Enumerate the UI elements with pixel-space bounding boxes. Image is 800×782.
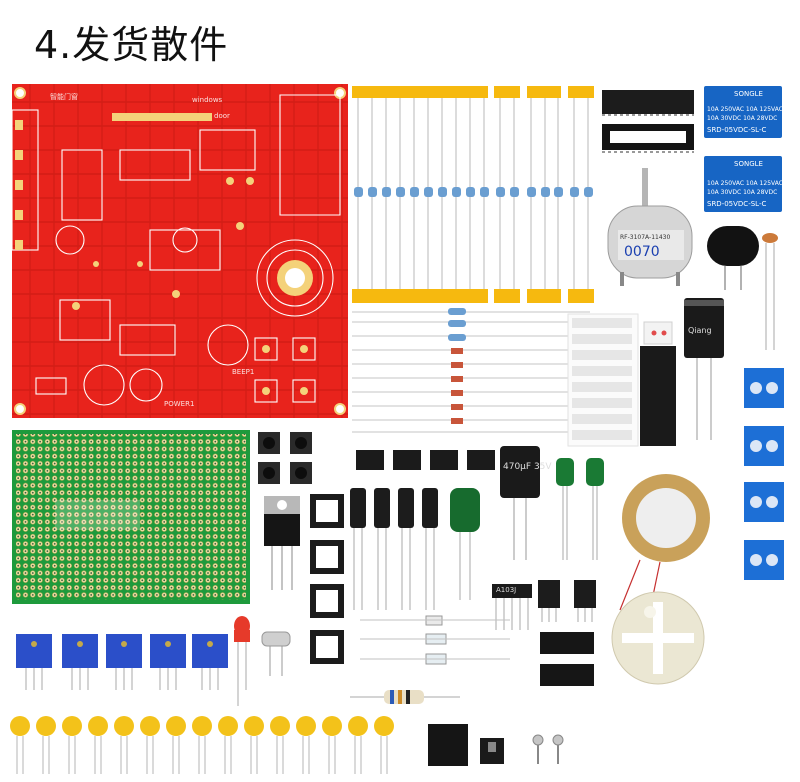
relay-2-line2: 10A 30VDC 10A 28VDC: [707, 189, 778, 196]
pcb-silk-text-power: POWER1: [164, 400, 195, 408]
small-electrolytic-capacitors: [350, 488, 438, 610]
ic-socket: [602, 124, 694, 153]
trimmer-potentiometers: [16, 634, 228, 690]
relay-1-line1: 10A 250VAC 10A 125VAC: [707, 106, 783, 113]
page-title: 4.发货散件: [34, 23, 229, 67]
ic-chip: [602, 90, 694, 116]
green-protoboard: [12, 430, 250, 604]
capacitor-large-label: 470μF 35V: [503, 462, 552, 472]
dc-power-jack: [428, 724, 468, 766]
tact-switches: [258, 432, 312, 484]
fuses: [360, 615, 510, 665]
buzzer: [707, 226, 759, 290]
electrolytic-capacitor-tall: [684, 298, 724, 440]
photoresistor: [762, 233, 778, 350]
film-capacitors: [450, 458, 604, 600]
piezo-disc: [619, 474, 710, 611]
red-pcb-board: [11, 84, 348, 418]
plastic-knob-disc: [611, 591, 705, 685]
transistors: [538, 580, 596, 622]
resistor-row: [354, 187, 593, 197]
relay-1: [704, 86, 782, 138]
screws: [532, 734, 564, 764]
taped-component-strips: [352, 86, 594, 433]
relay-2-brand: SONGLE: [734, 160, 763, 168]
voltage-regulator: [264, 496, 300, 590]
resistor-network-label: A103J: [496, 586, 517, 594]
screw-terminal-blocks: [744, 368, 784, 580]
relay-2-line1: 10A 250VAC 10A 125VAC: [707, 180, 783, 187]
dc-motor: [607, 168, 693, 286]
red-led: [234, 616, 250, 706]
smd-capacitor-strip: [567, 313, 639, 447]
crystal-oscillator: [261, 631, 291, 676]
relay-1-brand: SONGLE: [734, 90, 763, 98]
ic-sockets: [310, 494, 344, 664]
soic-chips: [540, 632, 594, 686]
motor-label: RF-3107A-11430: [620, 234, 671, 241]
pcb-silk-text-windows: windows: [192, 96, 223, 104]
dip8-ics: [356, 450, 495, 470]
capacitor-tall-label: Qiang: [688, 326, 712, 335]
relay-1-model: SRD-05VDC-SL-C: [707, 126, 767, 134]
pcb-board-label: 智能门窗: [50, 93, 78, 101]
relay-2: [704, 156, 782, 212]
resistor-network: [492, 584, 532, 630]
power-resistor: [350, 690, 460, 704]
toggle-switch: [480, 738, 504, 764]
smd-transistor-strip: [640, 346, 676, 446]
pcb-silk-text-door: door: [214, 112, 230, 120]
relay-1-line2: 10A 30VDC 10A 28VDC: [707, 115, 778, 122]
relay-2-model: SRD-05VDC-SL-C: [707, 200, 767, 208]
connector-white: [643, 321, 673, 345]
pcb-silk-text-beep: BEEP1: [232, 368, 255, 376]
electrolytic-capacitor-large: [500, 446, 540, 560]
motor-code: 0070: [624, 244, 660, 260]
ceramic-capacitors-yellow: [10, 716, 394, 774]
